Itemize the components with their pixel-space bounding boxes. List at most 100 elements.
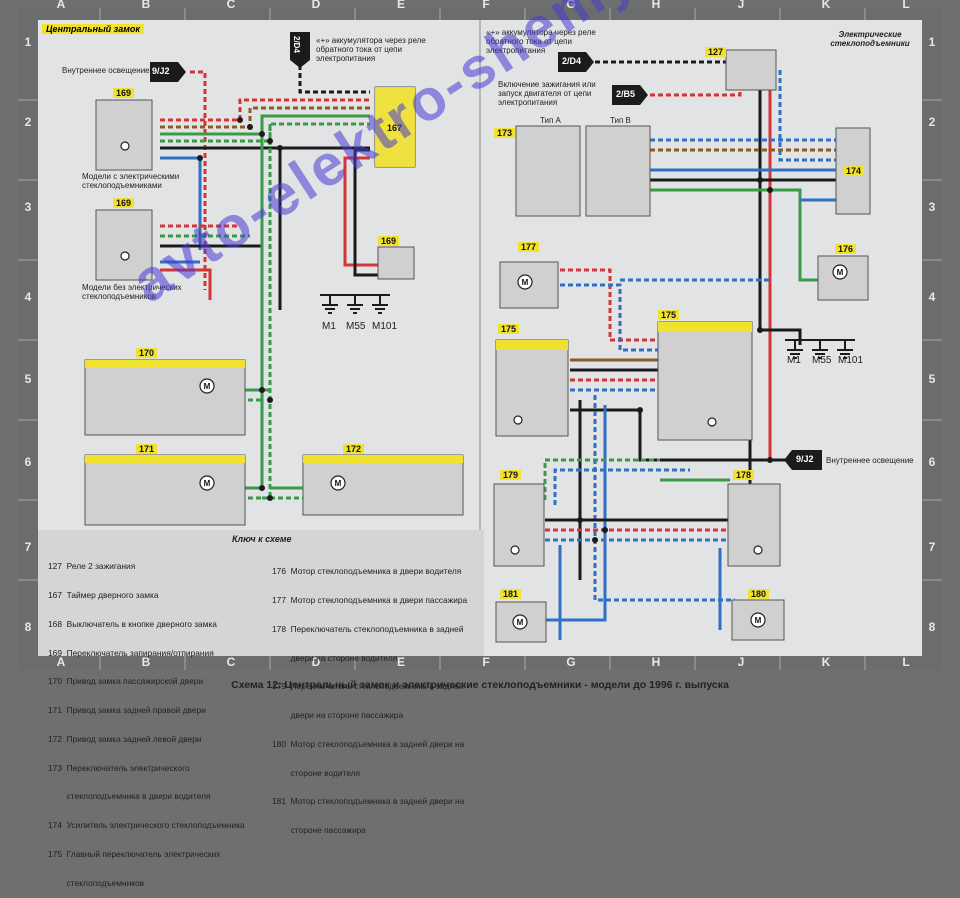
label-type-b: Тип В <box>610 116 631 125</box>
key-item: 180 Мотор стеклоподъемника в задней двер… <box>272 738 465 749</box>
connector-2b5: 2/B5 <box>616 89 636 99</box>
component-180-tag: 180 <box>748 589 770 599</box>
grid-col-f-bottom: F <box>482 655 490 669</box>
box-169c <box>377 246 415 280</box>
key-item: стеклоподъемников <box>48 877 145 888</box>
key-item: 170 Привод замка пассажирской двери <box>48 676 204 687</box>
note-interior-light-right: Внутреннее освещение <box>826 456 914 465</box>
component-175a-tag: 175 <box>498 324 520 334</box>
svg-text:M: M <box>837 268 844 277</box>
grid-col-l: L <box>902 0 910 11</box>
grid-col-b: B <box>141 0 151 11</box>
key-item: 181 Мотор стеклоподъемника в задней двер… <box>272 796 465 807</box>
grid-row-5-right: 5 <box>928 372 936 386</box>
key-item: 169 Переключатель запирания/отпирания <box>48 647 214 658</box>
connector-2d4-right: 2/D4 <box>562 56 582 66</box>
ground-m1-right: M1 <box>787 355 801 366</box>
component-169a-tag: 169 <box>113 88 135 98</box>
connector-9j2-right: 9/J2 <box>796 454 814 464</box>
grid-col-h: H <box>651 0 661 11</box>
box-169b <box>95 209 153 281</box>
ground-m101-left: M101 <box>372 321 398 332</box>
key-item: 172 Привод замка задней левой двери <box>48 733 202 744</box>
key-item: 174 Усилитель электрического стеклоподъе… <box>48 820 245 831</box>
box-178 <box>727 483 781 567</box>
grid-col-e: E <box>396 0 405 11</box>
key-item: 176 Мотор стеклоподъемника в двери водит… <box>272 566 462 577</box>
component-175b-tag: 175 <box>658 310 680 320</box>
component-174-tag: 174 <box>843 166 865 176</box>
key-item: двери на стороне водителя <box>272 652 398 663</box>
ground-m101-right: M101 <box>838 355 864 366</box>
ground-m55-right: M55 <box>812 355 832 366</box>
component-178-tag: 178 <box>733 470 755 480</box>
box-169a <box>95 99 153 171</box>
key-item: 177 Мотор стеклоподъемника в двери пасса… <box>272 594 468 605</box>
key-item: 127 Реле 2 зажигания <box>48 561 136 572</box>
grid-col-g: G <box>566 0 576 11</box>
grid-col-d-bottom: D <box>311 655 321 669</box>
component-181-tag: 181 <box>500 589 522 599</box>
key-item: стороне водителя <box>272 767 361 778</box>
key-list-left: 127 Реле 2 зажигания 167 Таймер дверного… <box>48 543 245 898</box>
component-127-tag: 127 <box>705 47 727 57</box>
svg-text:M: M <box>204 479 211 488</box>
key-item: стеклоподъемника в двери водителя <box>48 791 211 802</box>
grid-col-k-bottom: K <box>821 655 831 669</box>
note-models-with: Модели с электрическими стеклоподъемника… <box>82 172 180 190</box>
box-172 <box>302 454 464 516</box>
diagram-canvas: MM MM MM M <box>18 8 942 670</box>
note-battery-left: «+» аккумулятора через реле обратного то… <box>316 36 426 63</box>
section-title-central-lock: Центральный замок <box>42 24 144 34</box>
grid-col-a: A <box>56 0 66 11</box>
note-ignition: Включение зажигания или запуск двигателя… <box>498 80 596 107</box>
grid-row-1: 1 <box>24 35 32 49</box>
key-item: 179 Переключатель стеклоподъемника в зад… <box>272 681 464 692</box>
grid-row-6: 6 <box>24 455 32 469</box>
grid-col-f: F <box>482 0 490 11</box>
box-175a <box>495 339 569 437</box>
note-models-without: Модели без электрических стеклоподъемник… <box>82 283 182 301</box>
connector-2d4-left: 2/D4 <box>292 36 301 53</box>
svg-text:M: M <box>204 382 211 391</box>
note-interior-light-left: Внутреннее освещение <box>62 66 150 75</box>
grid-col-a-bottom: A <box>56 655 66 669</box>
box-170 <box>84 359 246 436</box>
grid-col-c-bottom: C <box>226 655 236 669</box>
grid-row-8-right: 8 <box>928 620 936 634</box>
box-173a <box>515 125 581 217</box>
grid-col-d: D <box>311 0 321 11</box>
key-list-right: 176 Мотор стеклоподъемника в двери водит… <box>272 548 467 845</box>
grid-col-e-bottom: E <box>396 655 405 669</box>
key-item: стороне пассажира <box>272 825 366 836</box>
component-179-tag: 179 <box>500 470 522 480</box>
svg-text:M: M <box>335 479 342 488</box>
grid-col-c: C <box>226 0 236 11</box>
key-item: 173 Переключатель электрического <box>48 762 190 773</box>
box-127 <box>725 49 777 91</box>
ground-m1-left: M1 <box>322 321 336 332</box>
section-title-power-windows: Электрические стеклоподъемники <box>830 30 910 48</box>
grid-row-3: 3 <box>24 200 32 214</box>
key-item: 168 Выключатель в кнопке дверного замка <box>48 618 217 629</box>
grid-row-7: 7 <box>24 540 32 554</box>
grid-col-g-bottom: G <box>566 655 576 669</box>
grid-row-7-right: 7 <box>928 540 936 554</box>
component-171-tag: 171 <box>136 444 158 454</box>
component-172-tag: 172 <box>343 444 365 454</box>
grid-col-j-bottom: J <box>737 655 745 669</box>
diagram-caption: Схема 12: Центральный замок и электричес… <box>231 679 729 691</box>
key-panel <box>38 530 484 656</box>
connector-9j2-left: 9/J2 <box>152 66 170 76</box>
component-169c-tag: 169 <box>378 236 400 246</box>
key-item: 175 Главный переключатель электрических <box>48 849 221 859</box>
key-title: Ключ к схеме <box>232 534 292 544</box>
ground-m55-left: M55 <box>346 321 366 332</box>
grid-col-b-bottom: B <box>141 655 151 669</box>
svg-text:M: M <box>517 618 524 627</box>
grid-row-8: 8 <box>24 620 32 634</box>
grid-row-4-right: 4 <box>928 290 936 304</box>
grid-col-j: J <box>737 0 745 11</box>
component-176-tag: 176 <box>835 244 857 254</box>
